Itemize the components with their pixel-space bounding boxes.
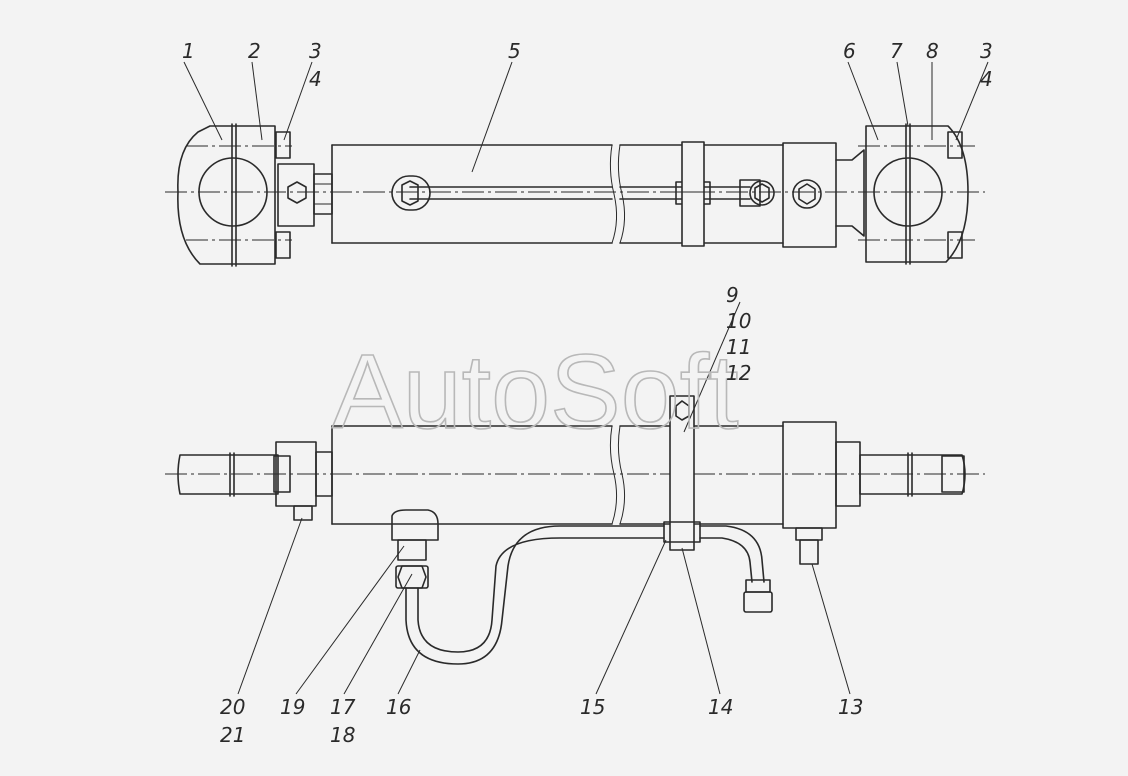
left-clamp: [177, 123, 292, 267]
callout-8: 8: [926, 39, 939, 63]
top-clamp-band: [681, 141, 705, 247]
cylinder-body-bottom: [331, 425, 784, 525]
bottom-leaders: [237, 301, 851, 695]
left-grease-fitting: [293, 505, 313, 521]
callout-10: 10: [726, 309, 751, 333]
callout-6: 6: [843, 39, 856, 63]
right-fitting: [799, 539, 819, 565]
callout-21: 21: [220, 723, 245, 747]
callout-4-left: 4: [309, 67, 322, 91]
callout-11: 11: [726, 335, 751, 359]
hex-bolt-icon: [675, 400, 690, 421]
callout-5: 5: [508, 39, 521, 63]
left-top-bolt: [275, 131, 291, 159]
callout-12: 12: [726, 361, 751, 385]
top-view: [165, 123, 985, 267]
callout-18: 18: [330, 723, 355, 747]
watermark: AutoSoft: [332, 333, 739, 451]
callout-4-right: 4: [980, 67, 993, 91]
bottom-callouts: 9 10 11 12 13 14 15 16 17 18 19 20 21: [220, 283, 863, 747]
bottom-view: [165, 395, 985, 665]
callout-3-left: 3: [309, 39, 322, 63]
right-top-bolt: [947, 131, 963, 159]
callout-9: 9: [726, 283, 739, 307]
right-clamp: [858, 123, 975, 265]
callout-19: 19: [280, 695, 305, 719]
hex-nut-icon: [754, 183, 770, 203]
top-leaders: [183, 61, 989, 173]
callout-1: 1: [182, 39, 195, 63]
hex-nut-icon: [287, 181, 307, 204]
callout-2: 2: [248, 39, 261, 63]
callout-17: 17: [330, 695, 356, 719]
callout-7: 7: [890, 39, 903, 63]
callout-13: 13: [838, 695, 863, 719]
callout-20: 20: [220, 695, 245, 719]
right-head-block-bottom: [782, 421, 966, 565]
hex-nut-icon: [397, 565, 427, 589]
bottom-clamp: [663, 395, 701, 551]
right-bottom-bolt: [947, 231, 963, 259]
left-rod-block: [277, 163, 333, 227]
left-bottom-bolt: [275, 231, 291, 259]
pipe: [391, 509, 773, 665]
hex-nut-icon: [401, 180, 419, 206]
callout-14: 14: [708, 695, 733, 719]
right-head-block-top: [782, 142, 865, 248]
callout-3-right: 3: [980, 39, 993, 63]
cylinder-body-top: [331, 144, 784, 244]
top-callouts: 1 2 3 4 5 6 7 8 3 4: [182, 39, 993, 91]
left-rod: [177, 441, 333, 521]
top-tube: [391, 175, 775, 211]
callout-15: 15: [580, 695, 605, 719]
callout-16: 16: [386, 695, 411, 719]
hex-nut-icon: [798, 183, 816, 205]
